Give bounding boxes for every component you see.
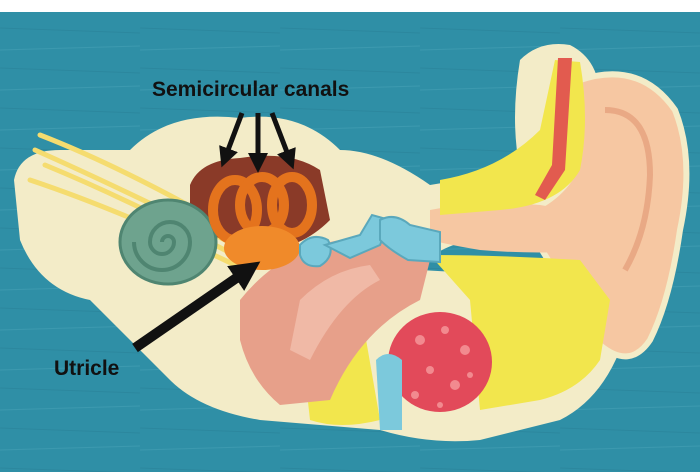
tube-lower (376, 354, 402, 430)
utricle-label: Utricle (54, 357, 119, 381)
semicircular-canals-label: Semicircular canals (152, 78, 349, 102)
spongy-tissue (388, 312, 492, 412)
cochlea (120, 200, 216, 284)
utricle (224, 226, 300, 270)
